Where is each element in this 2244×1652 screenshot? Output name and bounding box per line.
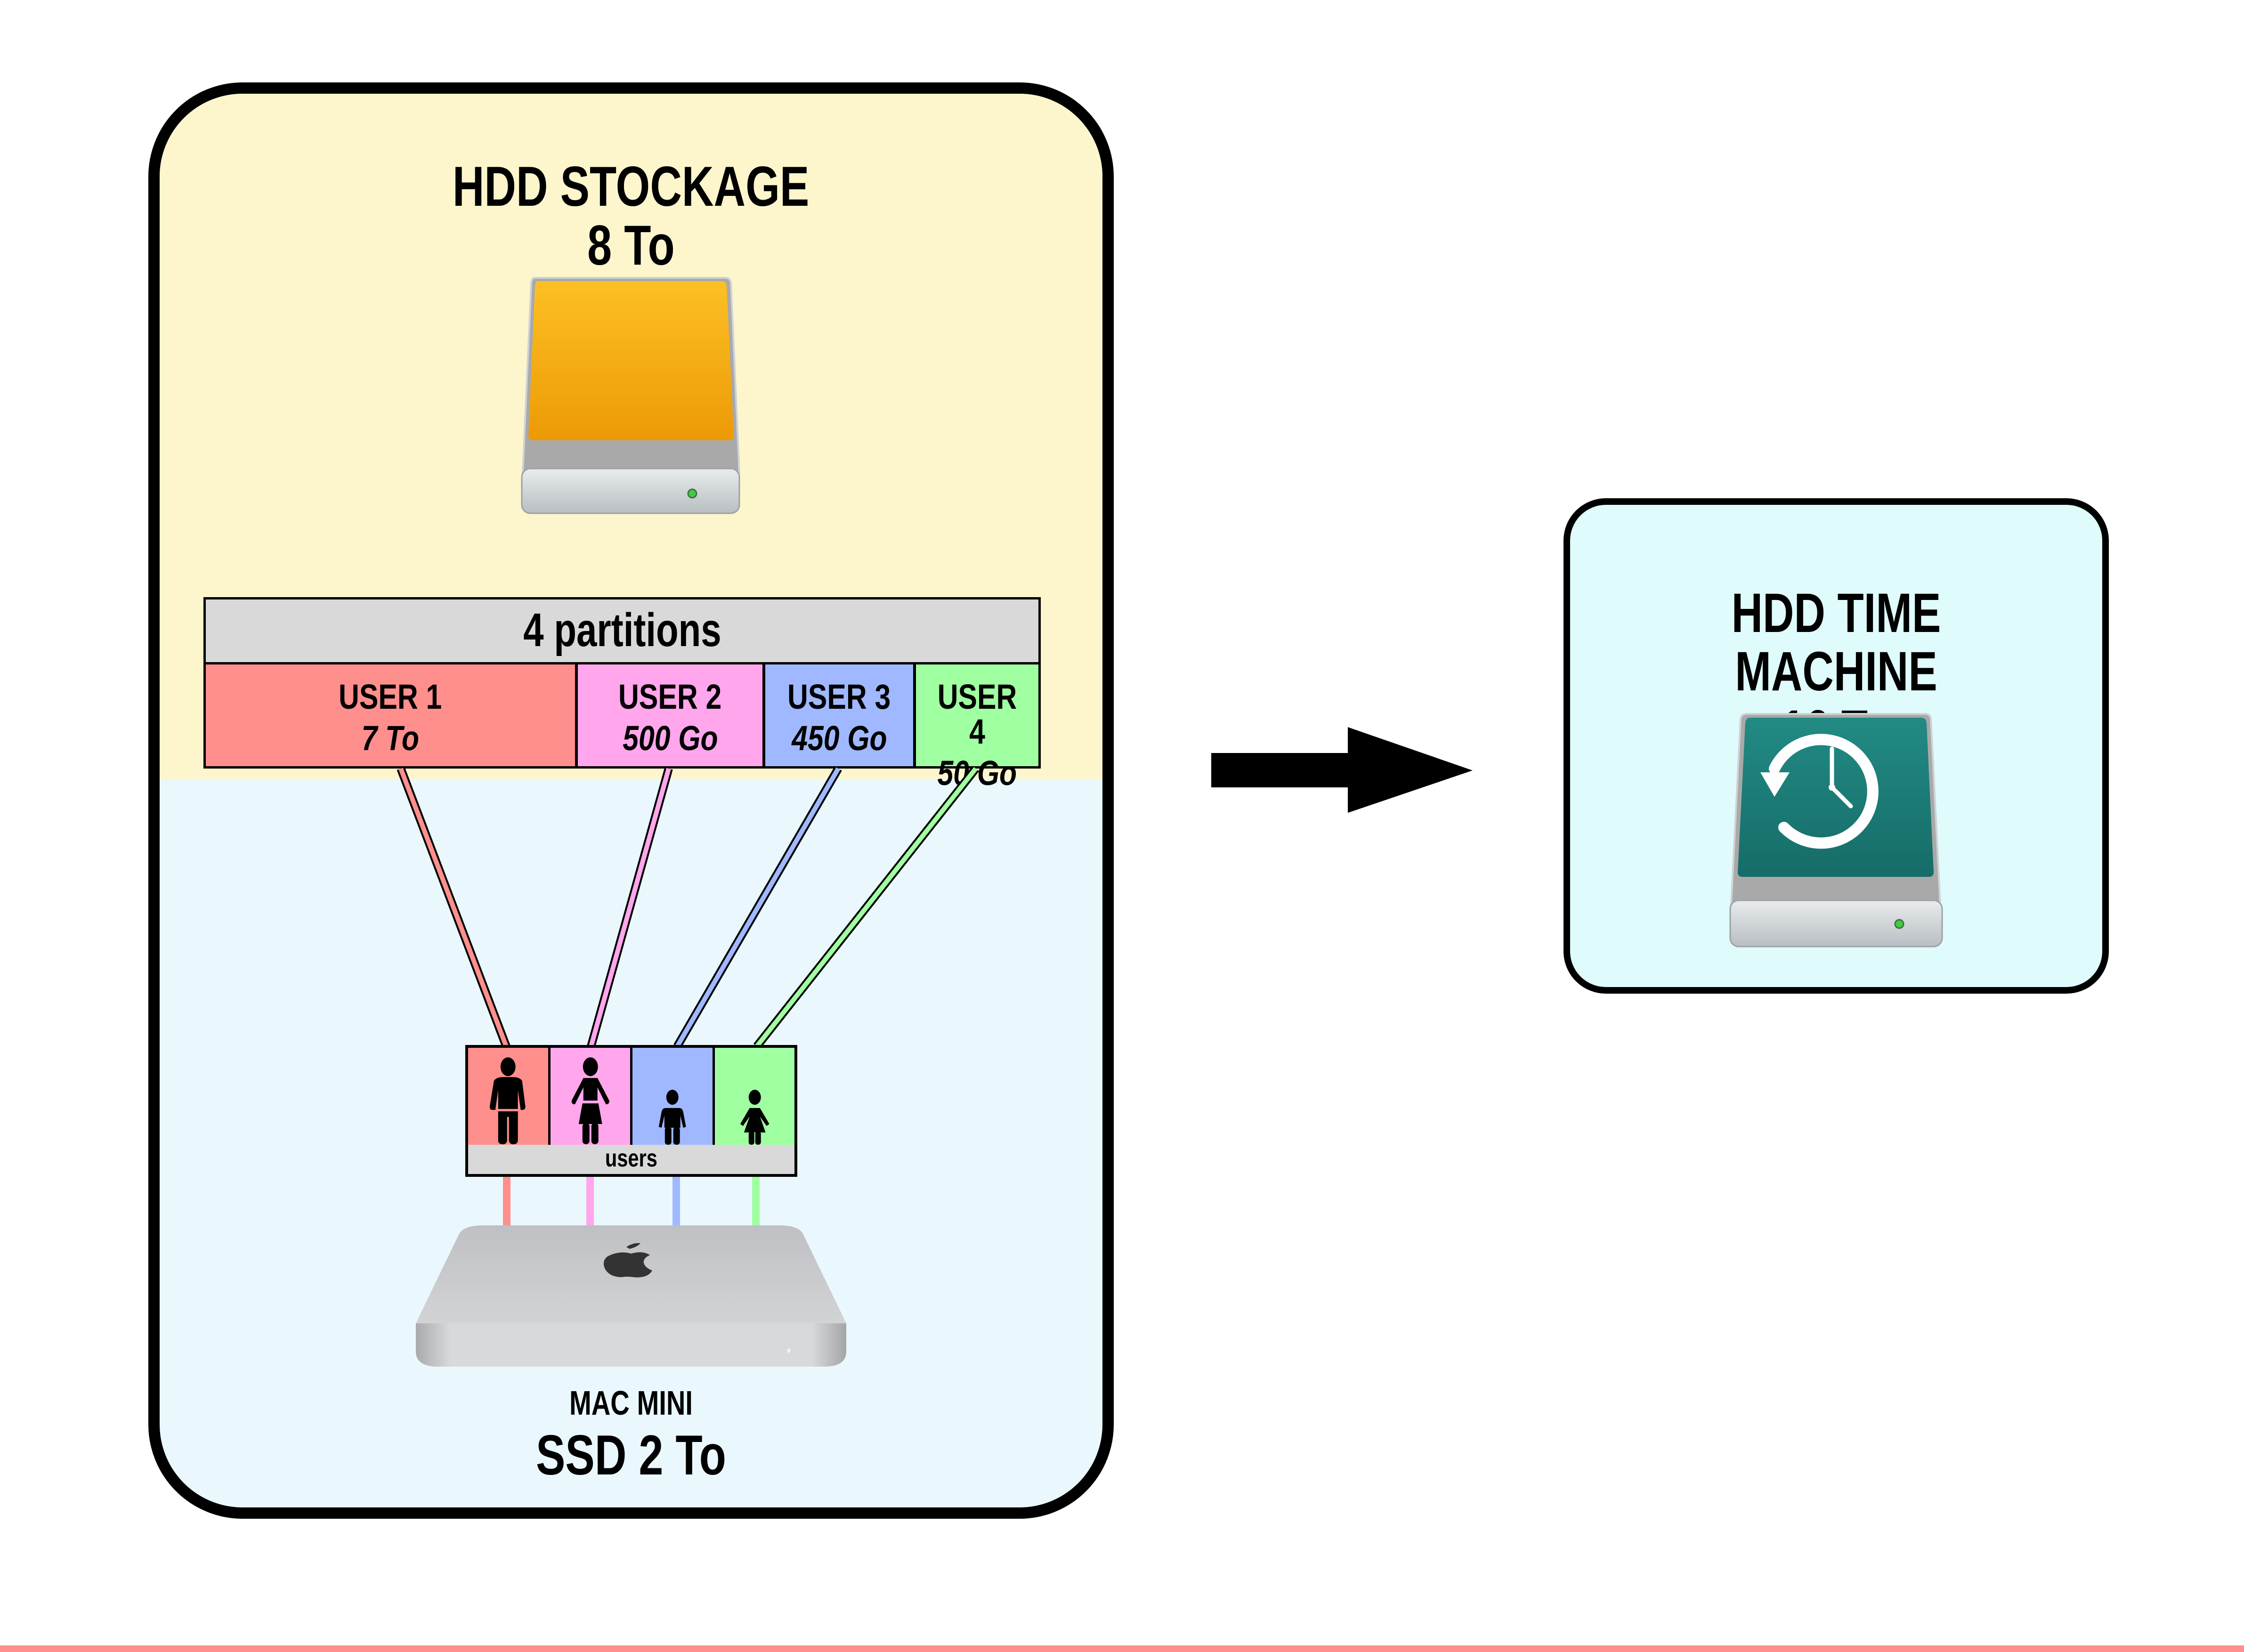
partition-name: USER 1 bbox=[339, 677, 442, 716]
mac-mini-storage: SSD 2 To bbox=[536, 1424, 726, 1487]
users-icons-row bbox=[468, 1048, 794, 1146]
time-machine-hdd-icon bbox=[1729, 713, 1943, 947]
hdd-stockage-capacity: 8 To bbox=[587, 214, 675, 277]
partitions-row: USER 1 7 To USER 2 500 Go USER 3 450 Go … bbox=[203, 664, 1041, 791]
partition-user-2[interactable]: USER 2 500 Go bbox=[578, 664, 765, 766]
users-label: users bbox=[468, 1145, 794, 1174]
partition-user-4[interactable]: USER 4 50 Go bbox=[916, 664, 1038, 791]
partition-size: 500 Go bbox=[622, 719, 718, 758]
partition-user-3[interactable]: USER 3 450 Go bbox=[765, 664, 916, 766]
history-arrow-icon bbox=[1769, 734, 1879, 849]
partition-size: 7 To bbox=[361, 719, 420, 758]
woman-icon bbox=[571, 1057, 609, 1144]
partition-size: 450 Go bbox=[791, 719, 887, 758]
partition-name: USER 2 bbox=[618, 677, 722, 716]
time-machine-label: HDD TIME MACHINE bbox=[1731, 582, 1941, 703]
user-cell-2[interactable] bbox=[550, 1048, 630, 1146]
mac-mini-icon bbox=[416, 1225, 846, 1367]
partitions-table: 4 partitions USER 1 7 To USER 2 500 Go U… bbox=[203, 597, 1041, 791]
right-arrow-icon bbox=[1211, 727, 1473, 813]
hdd-stockage-label: HDD STOCKAGE bbox=[453, 155, 810, 218]
user-cell-3[interactable] bbox=[632, 1048, 713, 1146]
mac-mini-title: MAC MINI bbox=[569, 1385, 693, 1422]
partition-name: USER 3 bbox=[787, 677, 891, 716]
man-icon bbox=[489, 1057, 526, 1144]
partition-user-1[interactable]: USER 1 7 To bbox=[206, 664, 578, 766]
partition-name: USER 4 bbox=[937, 677, 1017, 751]
hdd-stockage-title: HDD STOCKAGE 8 To bbox=[160, 157, 1102, 275]
user-cell-1[interactable] bbox=[468, 1048, 548, 1146]
time-machine-title: HDD TIME MACHINE 16 To bbox=[1570, 584, 2102, 759]
external-hdd-orange-icon bbox=[521, 277, 741, 514]
partition-size: 50 Go bbox=[937, 753, 1017, 793]
bottom-border-line bbox=[0, 1645, 2244, 1652]
girl-icon bbox=[740, 1090, 770, 1145]
boy-icon bbox=[658, 1090, 686, 1145]
users-box: users bbox=[465, 1045, 797, 1177]
user-cell-4[interactable] bbox=[714, 1048, 794, 1146]
partitions-header: 4 partitions bbox=[203, 597, 1041, 664]
